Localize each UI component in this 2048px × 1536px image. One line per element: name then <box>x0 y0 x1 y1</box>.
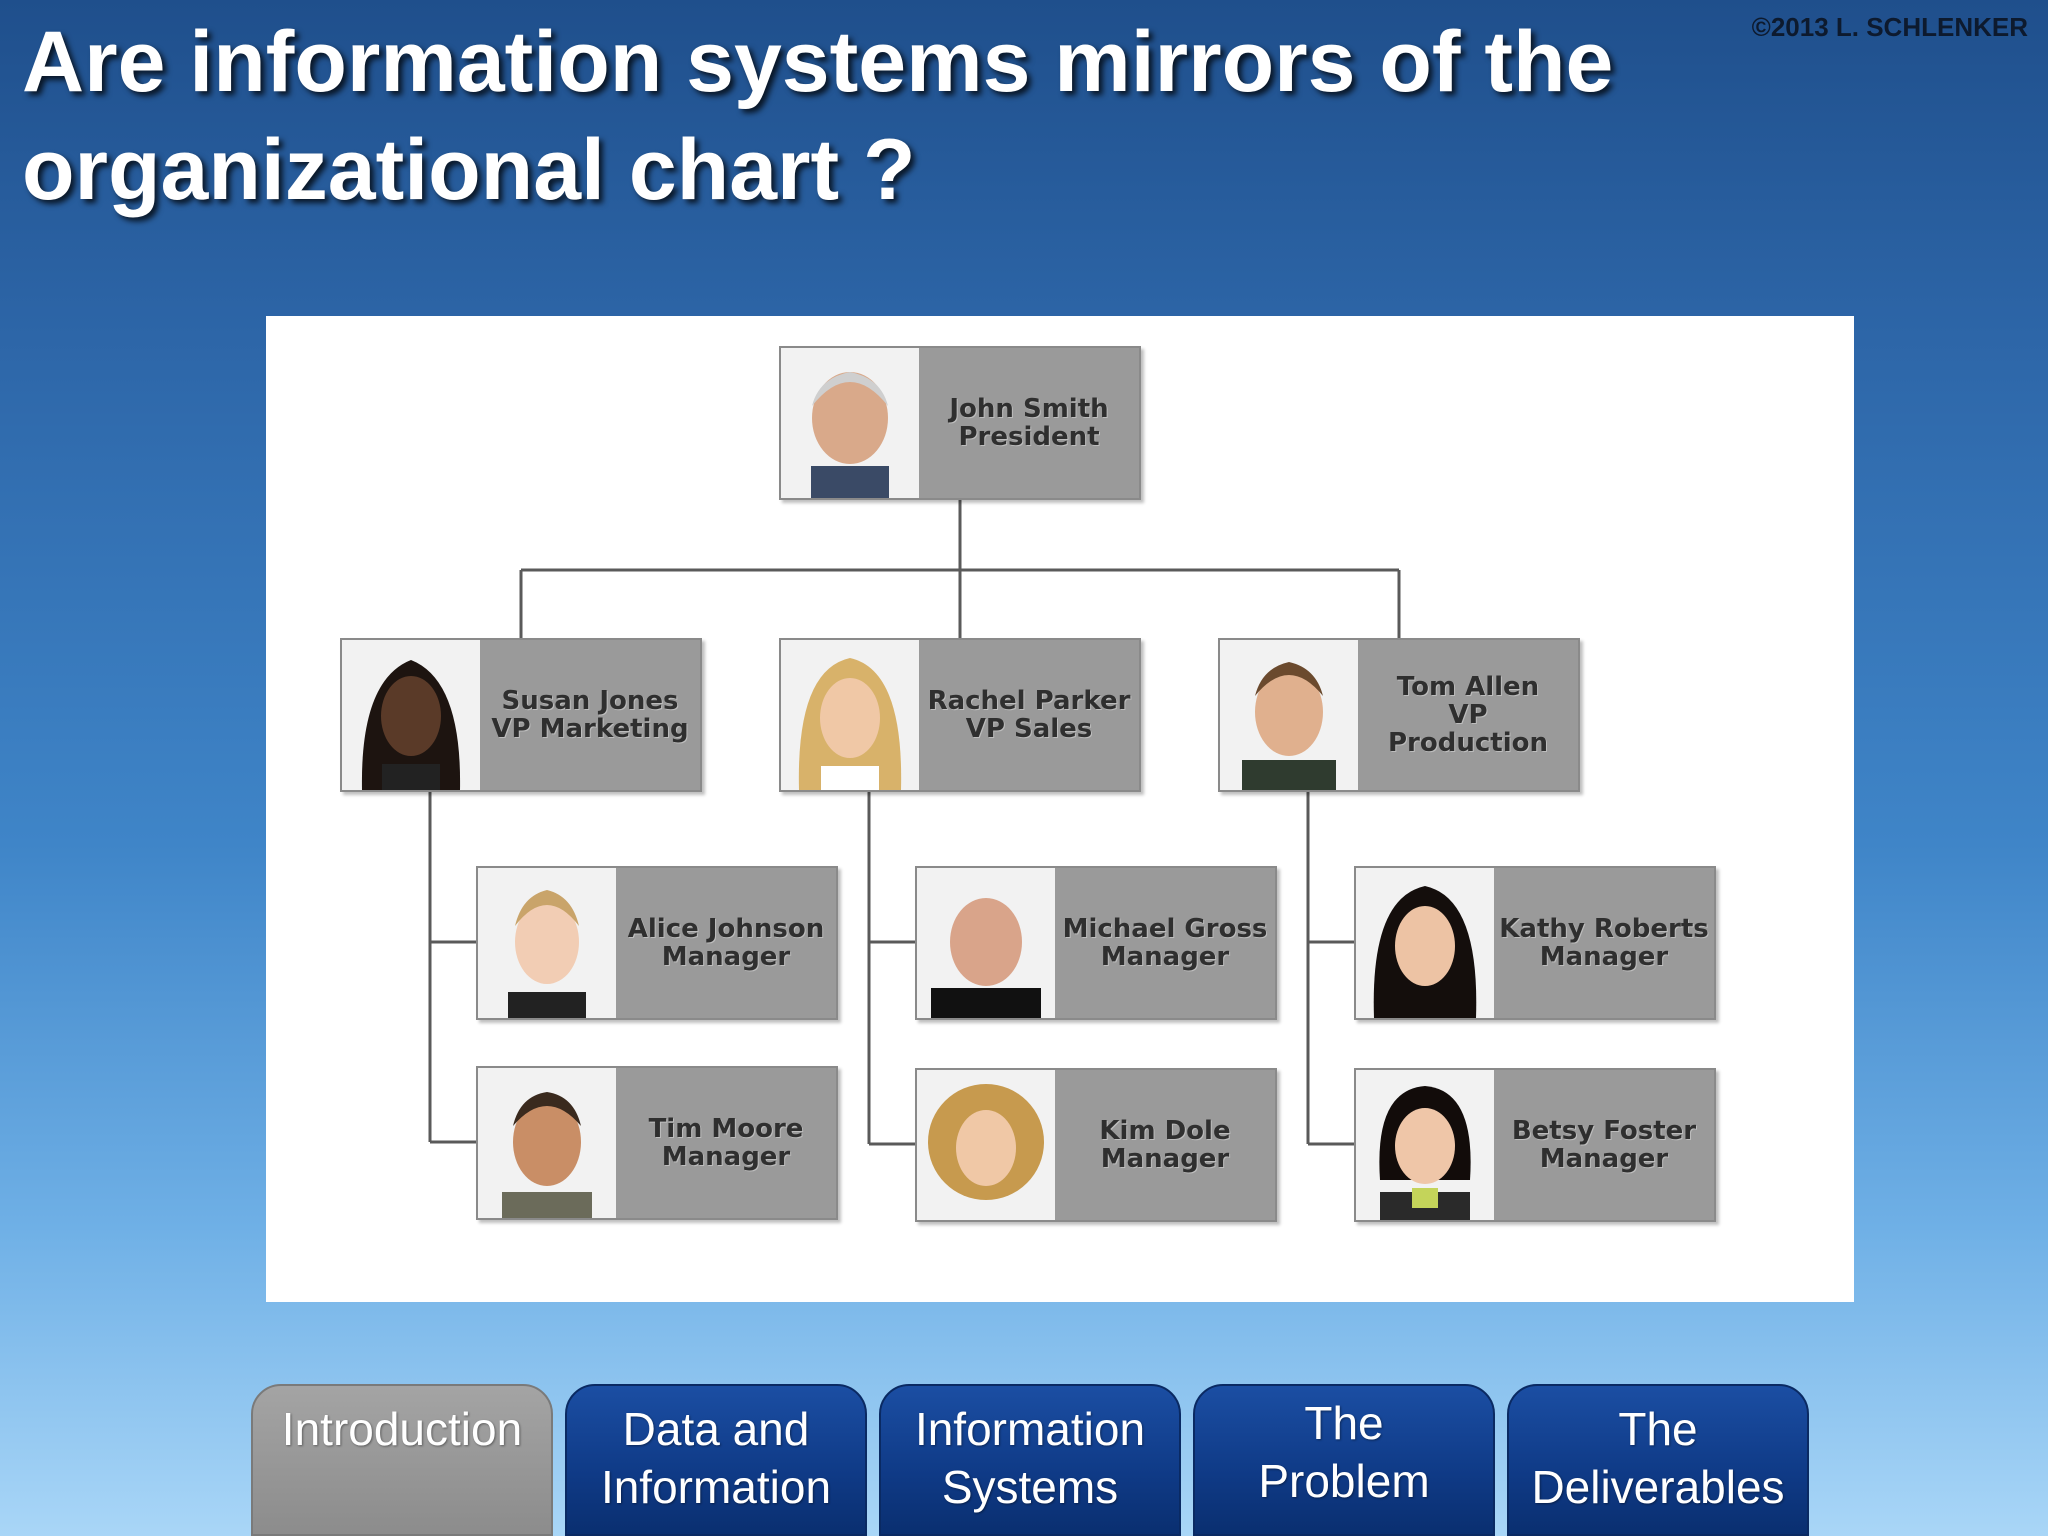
tab-label: Information Systems <box>915 1400 1145 1516</box>
node-label: John Smith President <box>919 348 1139 498</box>
org-node-president: John Smith President <box>779 346 1141 500</box>
man-gray-hair-portrait-icon <box>781 348 919 498</box>
section-tabs: Introduction Data and Information Inform… <box>251 1384 1811 1536</box>
node-role: VP Marketing <box>491 715 688 743</box>
node-name: Michael Gross <box>1063 915 1268 943</box>
org-chart-panel: John Smith President Susan Jones VP Mark… <box>266 316 1854 1302</box>
org-node-manager: Michael Gross Manager <box>915 866 1277 1020</box>
node-role: Manager <box>662 1143 791 1171</box>
man-short-hair-portrait-icon <box>478 1068 616 1218</box>
org-node-vp-production: Tom Allen VP Production <box>1218 638 1580 792</box>
node-name: Tom Allen <box>1397 673 1539 701</box>
org-node-manager: Kim Dole Manager <box>915 1068 1277 1222</box>
node-name: Kim Dole <box>1099 1117 1230 1145</box>
org-node-manager: Kathy Roberts Manager <box>1354 866 1716 1020</box>
node-role: Manager <box>1540 943 1669 971</box>
node-label: Susan Jones VP Marketing <box>480 640 700 790</box>
man-bald-portrait-icon <box>917 868 1055 1018</box>
woman-black-hair-portrait-icon <box>1356 868 1494 1018</box>
node-label: Kathy Roberts Manager <box>1494 868 1714 1018</box>
tab-label: Introduction <box>282 1400 522 1458</box>
node-role: Manager <box>1540 1145 1669 1173</box>
tab-the-problem[interactable]: The Problem <box>1193 1384 1495 1536</box>
org-node-vp-sales: Rachel Parker VP Sales <box>779 638 1141 792</box>
slide-title: Are information systems mirrors of the o… <box>22 8 1742 224</box>
node-role: VP Sales <box>966 715 1093 743</box>
tab-information-systems[interactable]: Information Systems <box>879 1384 1181 1536</box>
org-node-vp-marketing: Susan Jones VP Marketing <box>340 638 702 792</box>
tab-data-and-information[interactable]: Data and Information <box>565 1384 867 1536</box>
node-label: Tom Allen VP Production <box>1358 640 1578 790</box>
node-label: Betsy Foster Manager <box>1494 1070 1714 1220</box>
node-role: President <box>958 423 1099 451</box>
woman-blonde-portrait-icon <box>781 640 919 790</box>
node-name: Susan Jones <box>502 687 679 715</box>
woman-black-bob-portrait-icon <box>1356 1070 1494 1220</box>
node-label: Michael Gross Manager <box>1055 868 1275 1018</box>
tab-label: The Deliverables <box>1531 1400 1784 1516</box>
org-node-manager: Betsy Foster Manager <box>1354 1068 1716 1222</box>
man-suit-portrait-icon <box>1220 640 1358 790</box>
woman-blonde-bun-portrait-icon <box>478 868 616 1018</box>
node-name: Betsy Foster <box>1512 1117 1696 1145</box>
node-role: Manager <box>662 943 791 971</box>
org-node-manager: Alice Johnson Manager <box>476 866 838 1020</box>
node-label: Tim Moore Manager <box>616 1068 836 1218</box>
node-role: Manager <box>1101 943 1230 971</box>
node-label: Alice Johnson Manager <box>616 868 836 1018</box>
node-name: Rachel Parker <box>928 687 1131 715</box>
node-name: Tim Moore <box>649 1115 804 1143</box>
tab-introduction[interactable]: Introduction <box>251 1384 553 1536</box>
node-role: Manager <box>1101 1145 1230 1173</box>
tab-label: Data and Information <box>601 1400 831 1516</box>
tab-label: The Problem <box>1258 1394 1429 1510</box>
copyright-notice: ©2013 L. SCHLENKER <box>1752 12 2028 43</box>
tab-the-deliverables[interactable]: The Deliverables <box>1507 1384 1809 1536</box>
node-label: Rachel Parker VP Sales <box>919 640 1139 790</box>
node-name: Kathy Roberts <box>1499 915 1709 943</box>
node-name: John Smith <box>949 395 1108 423</box>
woman-dark-hair-portrait-icon <box>342 640 480 790</box>
node-name: Alice Johnson <box>628 915 824 943</box>
node-role: VP Production <box>1388 701 1548 757</box>
node-label: Kim Dole Manager <box>1055 1070 1275 1220</box>
woman-curly-hair-portrait-icon <box>917 1070 1055 1220</box>
org-node-manager: Tim Moore Manager <box>476 1066 838 1220</box>
